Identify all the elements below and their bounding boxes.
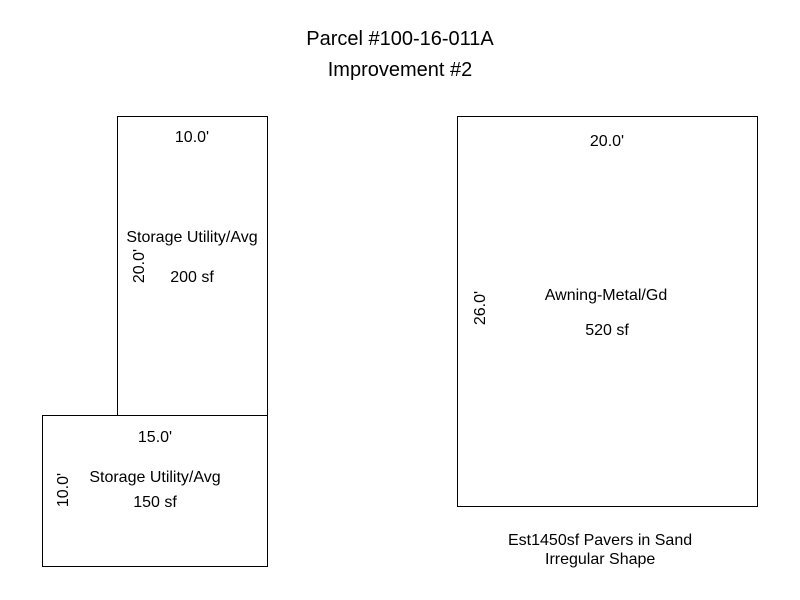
storage-lower-type-label: Storage Utility/Avg — [89, 469, 221, 486]
storage-upper-type-label: Storage Utility/Avg — [126, 229, 258, 246]
awning-type-label: Awning-Metal/Gd — [544, 287, 668, 304]
awning-area-label: 520 sf — [585, 322, 629, 339]
parcel-title: Parcel #100-16-011A — [306, 28, 494, 50]
storage-utility-lower-shape — [42, 415, 268, 567]
awning-width-label: 20.0' — [589, 133, 625, 150]
storage-lower-area-label: 150 sf — [133, 494, 177, 511]
awning-metal-shape — [457, 116, 758, 507]
shape-note: Irregular Shape — [545, 551, 656, 568]
storage-lower-depth-label: 10.0' — [55, 472, 72, 508]
storage-upper-area-label: 200 sf — [170, 269, 214, 286]
storage-lower-width-label: 15.0' — [137, 429, 173, 446]
storage-upper-width-label: 10.0' — [174, 129, 210, 146]
improvement-title: Improvement #2 — [327, 59, 473, 81]
awning-depth-label: 26.0' — [472, 290, 489, 326]
pavers-note: Est1450sf Pavers in Sand — [508, 532, 693, 549]
